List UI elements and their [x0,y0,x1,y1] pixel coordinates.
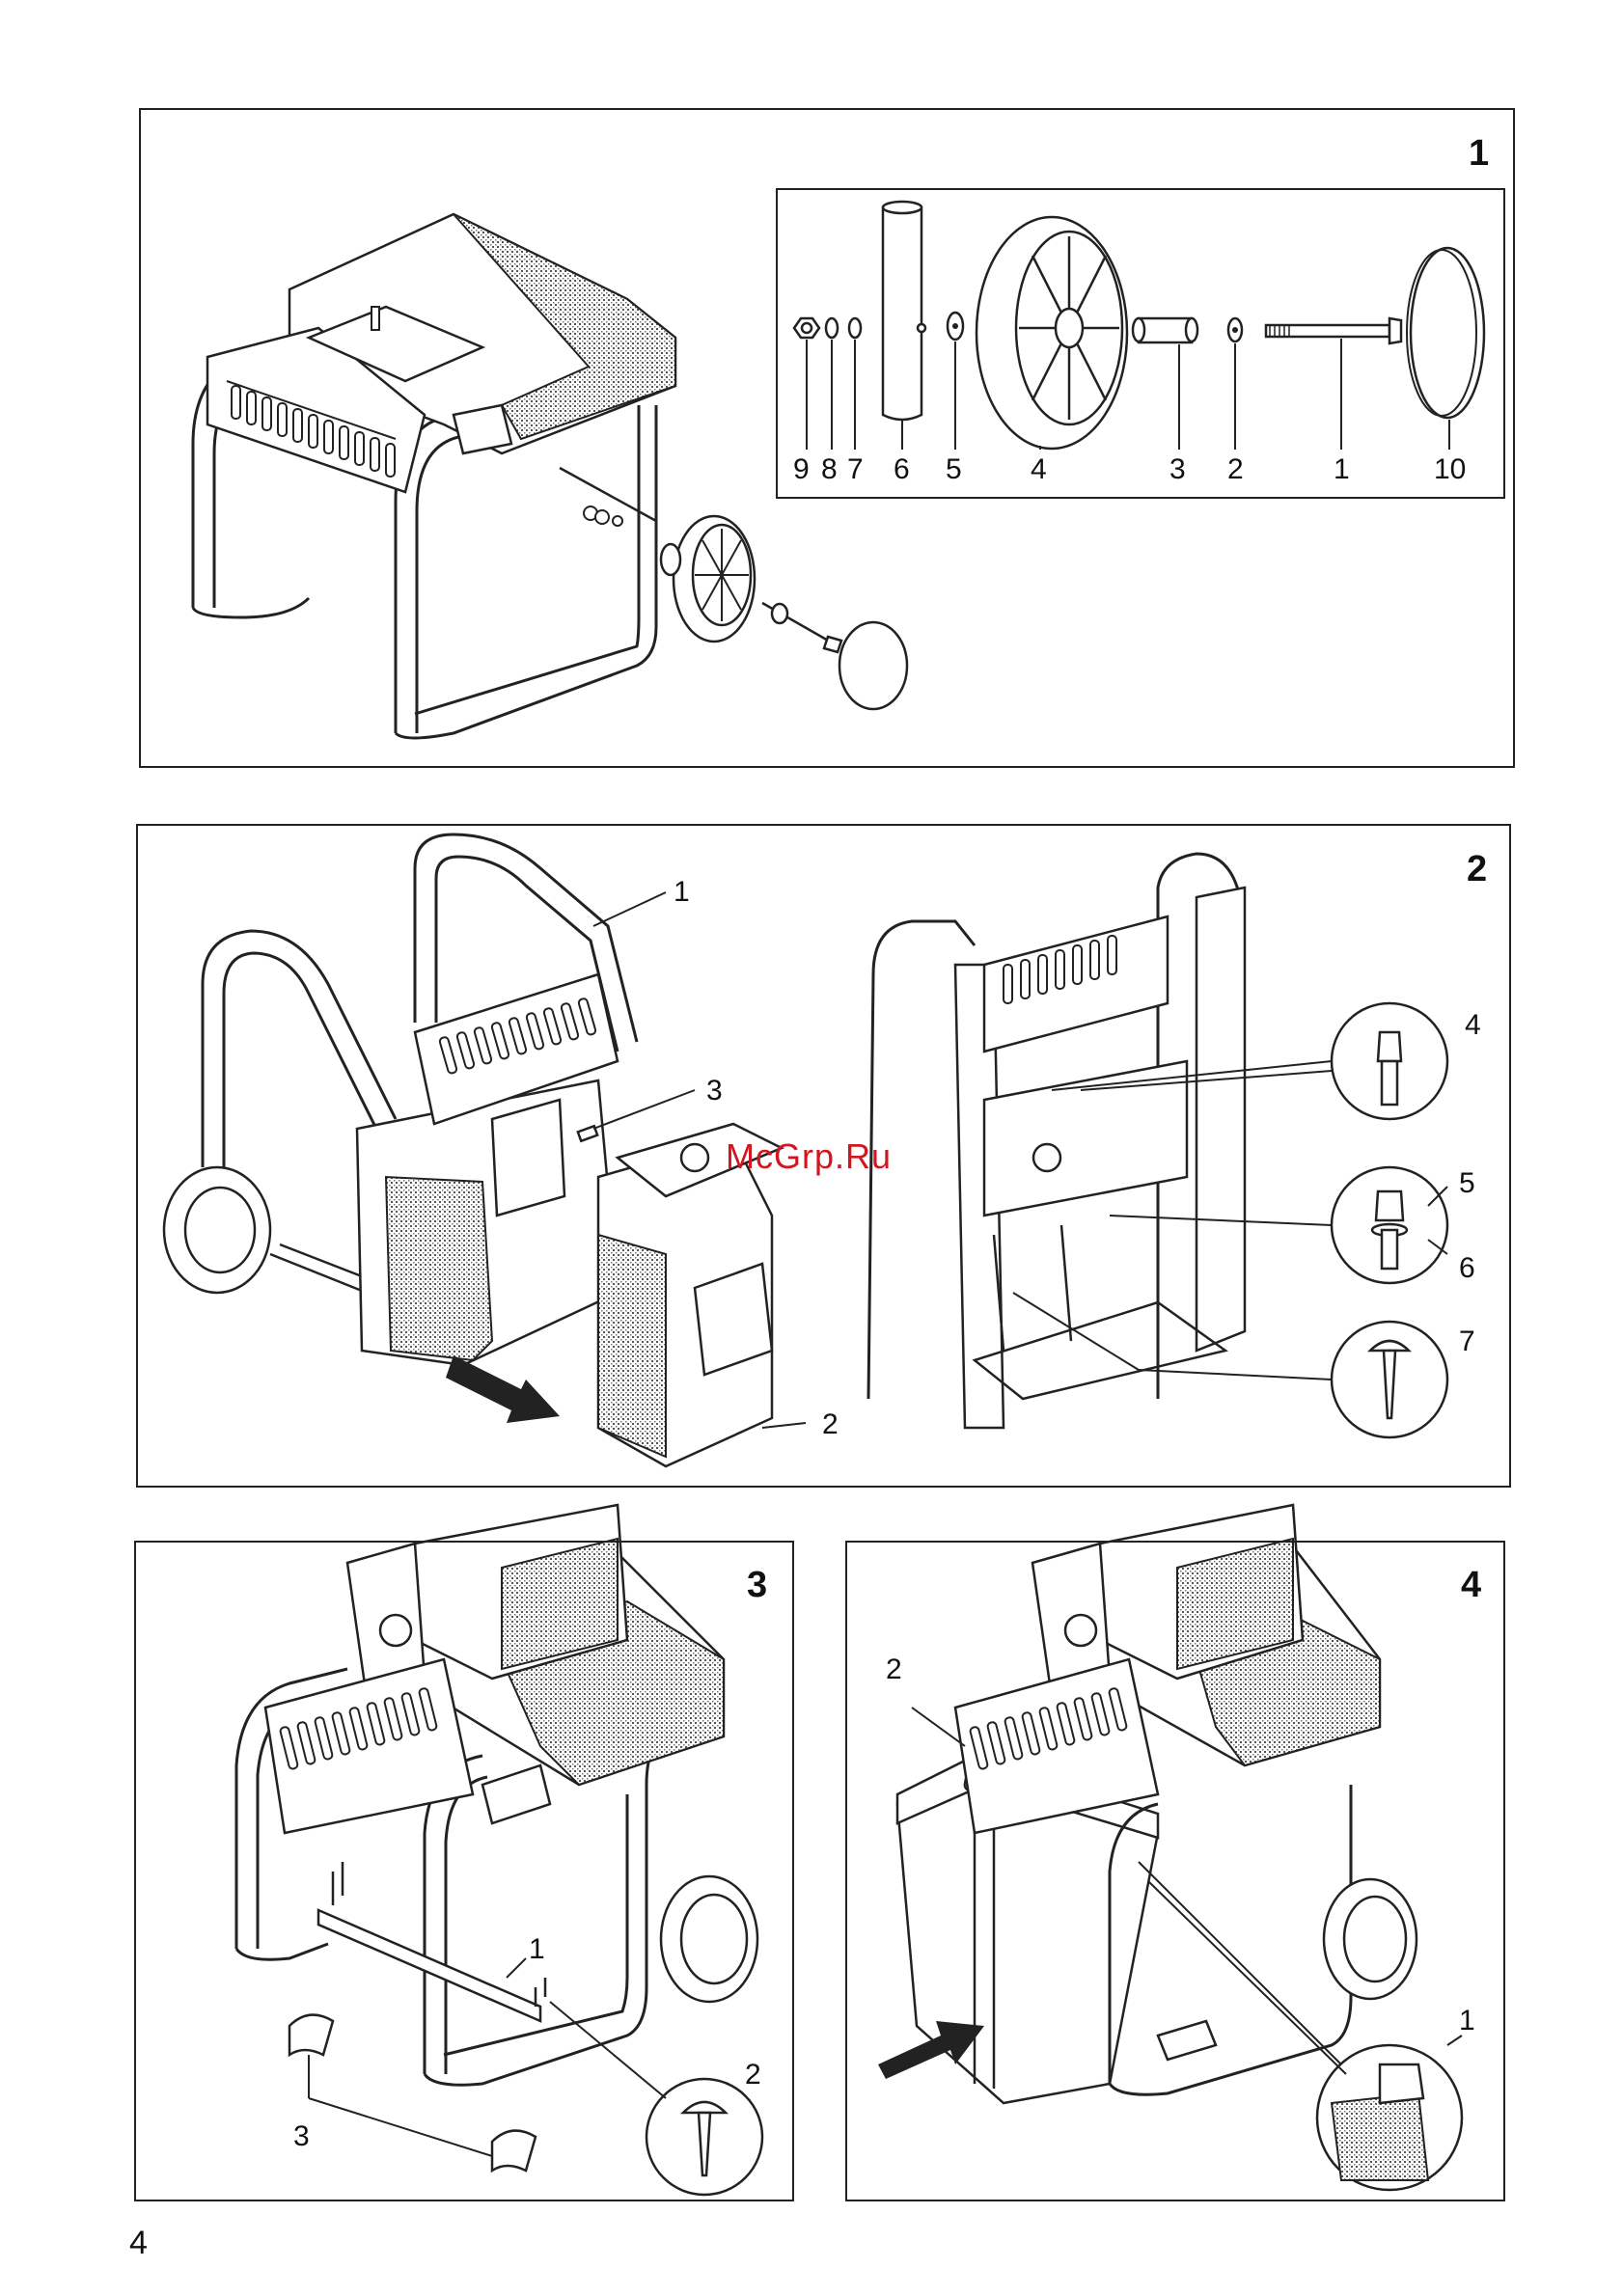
fig3-callout-2: 2 [745,2061,761,2090]
fig2-callout-2: 2 [822,1410,839,1439]
fig1-callout-3: 3 [1169,455,1186,484]
fig2-callout-6: 6 [1459,1254,1475,1283]
figure-2-number: 2 [1467,849,1487,890]
page-number: 4 [129,2225,148,2262]
fig3-callout-3: 3 [293,2122,310,2151]
figure-1-panel [139,108,1515,768]
fig2-callout-4: 4 [1465,1011,1481,1040]
figure-3-number: 3 [747,1565,767,1606]
watermark: McGrp.Ru [726,1136,892,1177]
fig1-callout-6: 6 [894,455,910,484]
fig1-callout-5: 5 [946,455,962,484]
fig1-callout-9: 9 [793,455,810,484]
fig3-callout-1: 1 [529,1935,545,1964]
fig2-callout-3: 3 [706,1077,723,1106]
fig1-callout-2: 2 [1227,455,1244,484]
fig2-callout-1: 1 [674,878,690,907]
figure-3-panel [134,1541,794,2201]
fig1-callout-8: 8 [821,455,838,484]
fig1-callout-4: 4 [1031,455,1047,484]
fig1-callout-1: 1 [1334,455,1350,484]
fig2-callout-7: 7 [1459,1327,1475,1356]
figure-1-number: 1 [1469,133,1489,175]
figure-4-number: 4 [1461,1565,1481,1606]
figure-4-panel [845,1541,1505,2201]
fig1-callout-7: 7 [847,455,864,484]
fig1-callout-10: 10 [1434,455,1466,484]
fig4-callout-2: 2 [886,1655,902,1684]
fig4-callout-1: 1 [1459,2007,1475,2036]
fig2-callout-5: 5 [1459,1169,1475,1198]
